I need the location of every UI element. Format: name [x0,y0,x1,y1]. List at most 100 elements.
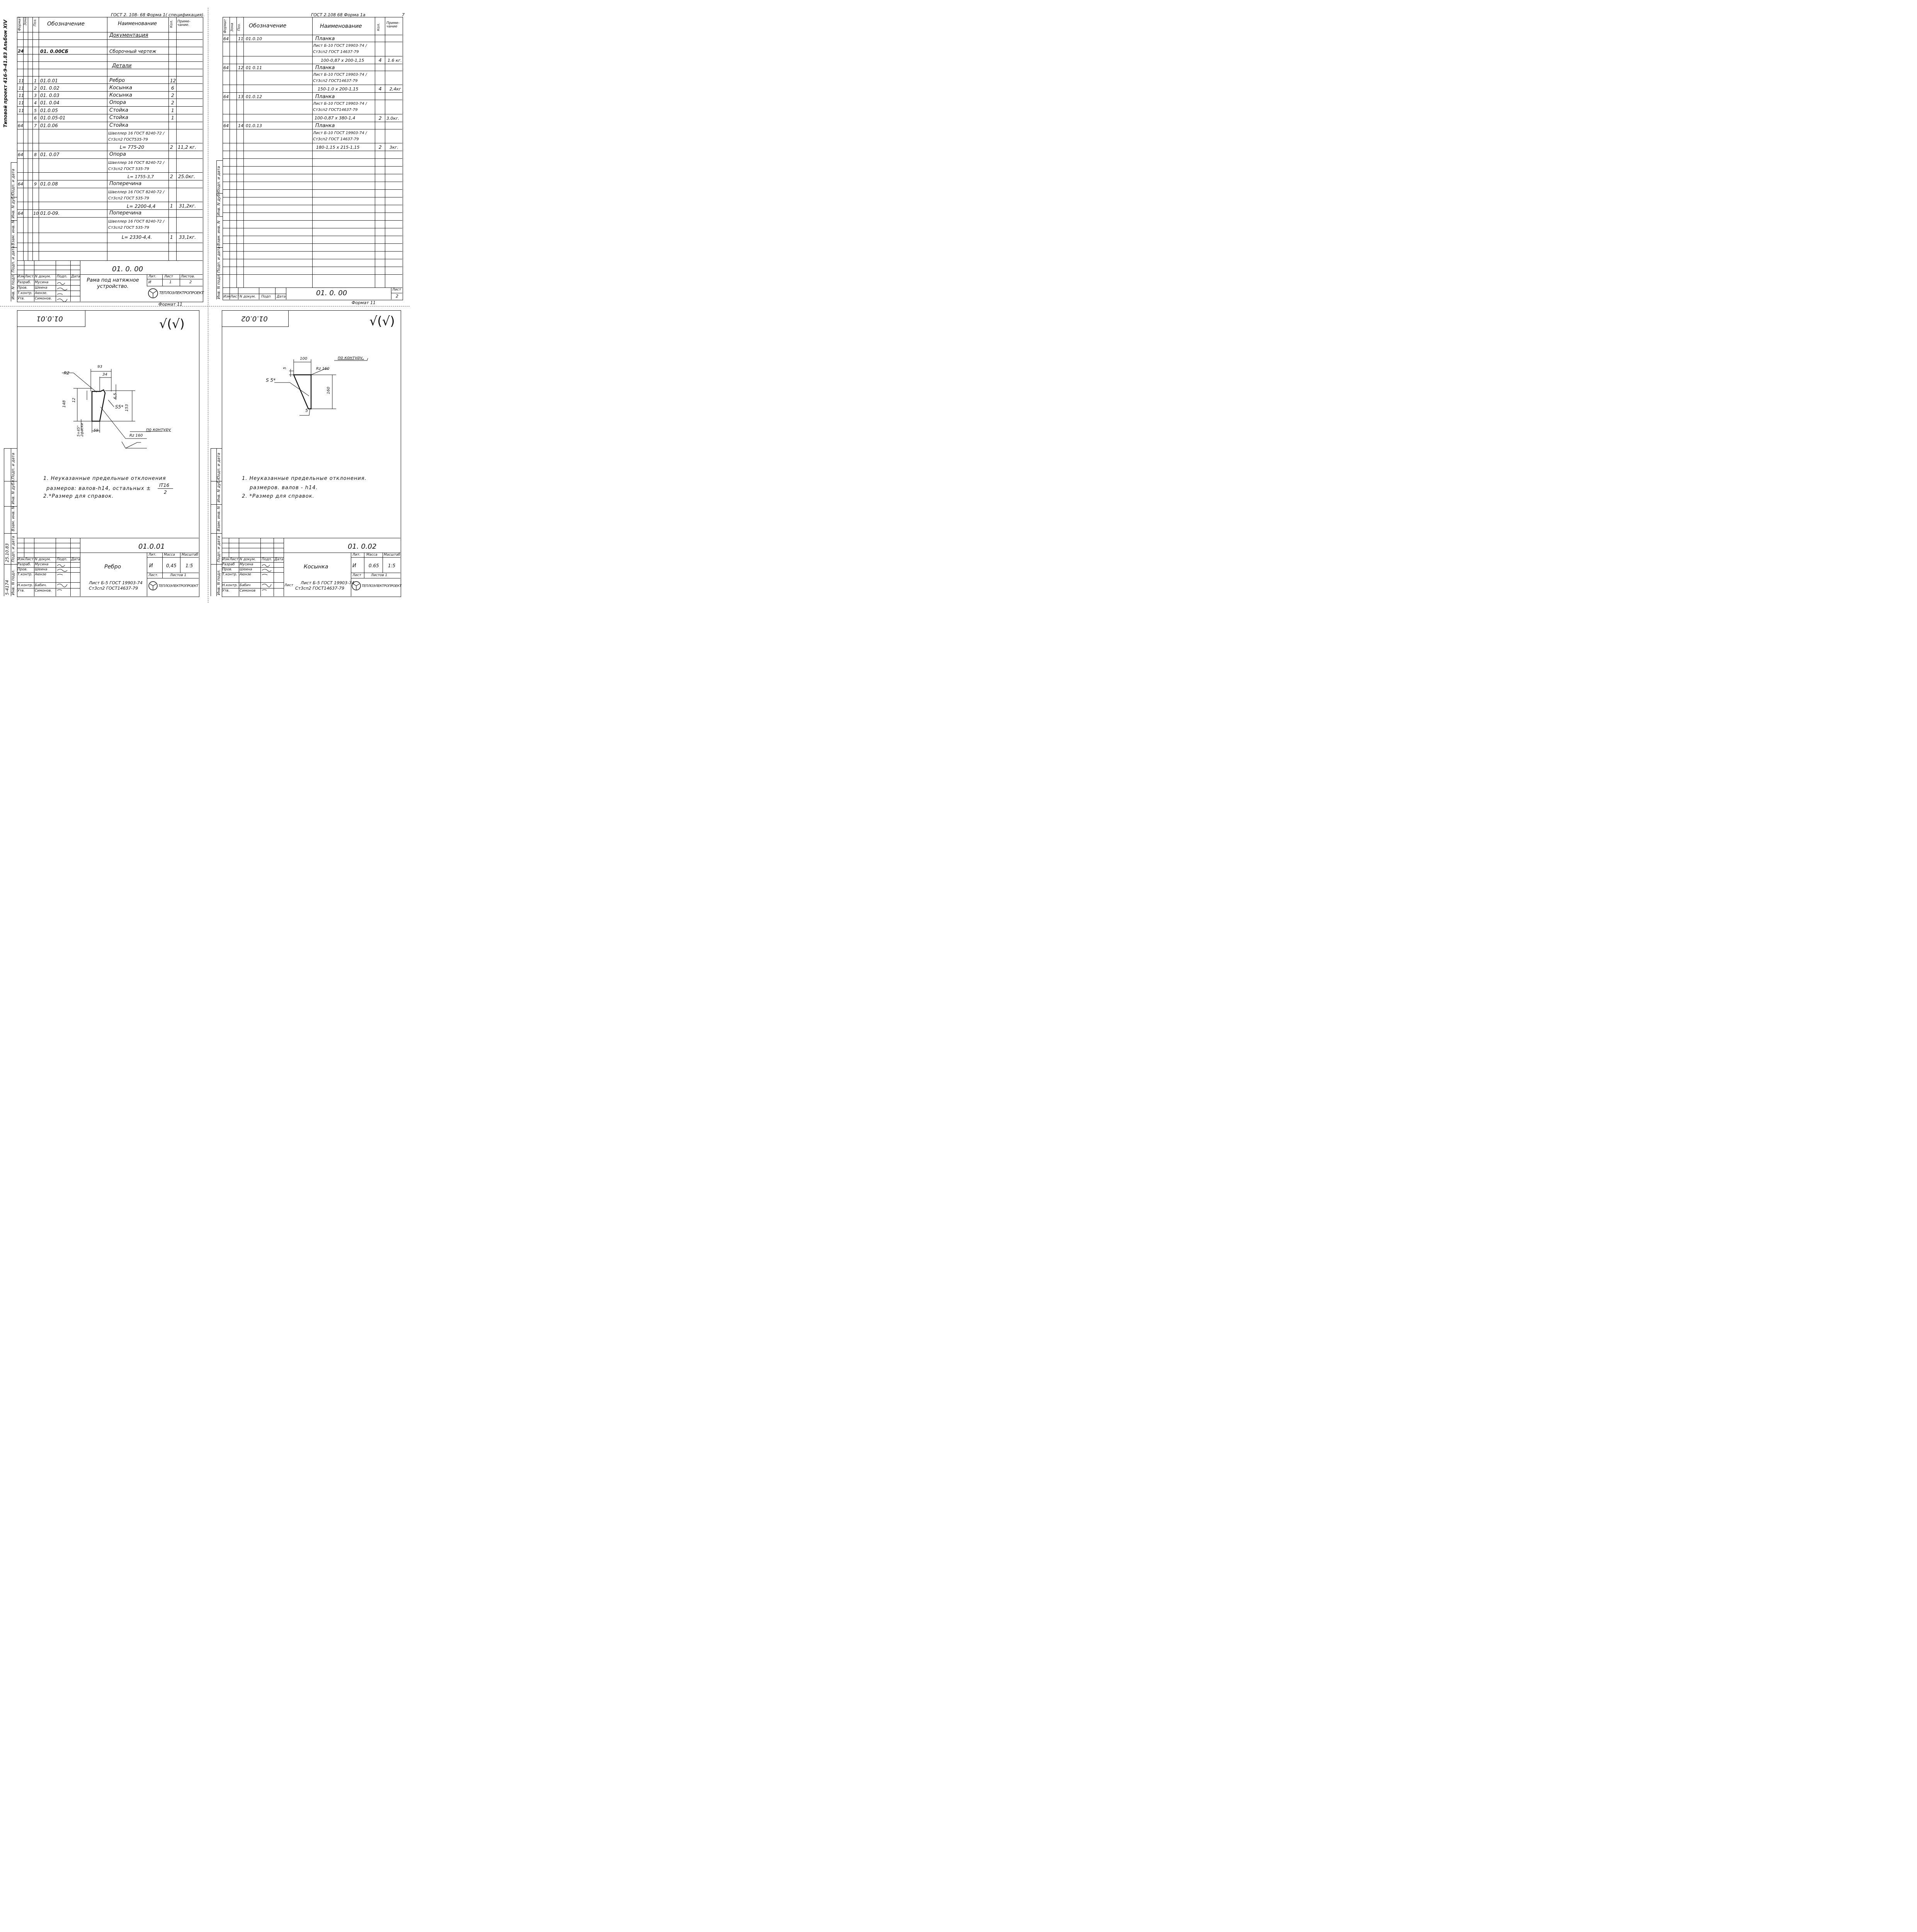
dim-radius: R2 [64,371,70,376]
stamp-vzam-inv: Взам. инв. N [217,506,221,531]
tb-role: Т.контр. [222,573,238,577]
spec-format: 64 [223,94,229,99]
note-div-2: 2 [164,490,167,495]
spec-note: 33,1кг. [179,235,196,240]
tb-person: Аюнзе. [35,291,48,295]
spec-designation: 01. 0.02 [40,85,60,91]
spec-designation: 01. 0.04 [40,100,60,105]
tb-person: Бабич [240,583,251,587]
dim-5-top: 5 [283,367,287,369]
spec-designation: 01.0.05-01 [40,115,66,121]
tb-name: Косынка [304,564,328,570]
spec-format: 64 [223,36,229,41]
tb-sheets-head: Листов. [181,275,195,279]
col-note: Приме- чание. [177,20,191,27]
stamp-sign-date: Подп. и дата [217,166,221,192]
spec-pos: 3 [34,93,37,98]
spec-pos: 9 [34,182,37,187]
spec-format: 64 [18,182,23,187]
spec-format: 11 [19,100,24,105]
tb-person: Аюнзе [240,573,251,577]
tb-material-1: Лист Б-5 ГОСТ 19903-74 [89,580,143,585]
spec-pos: 1 [34,78,37,83]
signatures [57,282,68,302]
stamp-inv-dubl: Инв. N дубл. [11,193,15,219]
spec-note: 31,2кг. [179,203,196,209]
stamp-vzam-inv: Взам. инв. N [11,506,15,531]
col-designation: Обозначение [47,21,85,27]
spec-name: L= 2200-4,4 [127,204,156,209]
tb-role: Н.контр. [17,583,33,587]
tb-col-doc: N докум. [240,558,256,561]
spec-qty: 2 [379,145,382,150]
tb-person: Мусина [35,281,49,284]
tb-col-izm: Изм. [17,275,26,279]
spec-name: Сборочный чертеж [109,49,156,54]
spec-qty: 2 [171,100,174,105]
stamp-vzam-inv: Взам. инв. N [217,221,221,246]
spec-format: 11 [19,93,24,98]
tb-lit-head: Лит. [352,553,361,557]
stamp-inv-podl: Инв. N подл. [217,273,221,299]
stamp-inv-podl: Инв. N подл. [11,274,15,299]
spec-format: 64 [18,152,23,157]
tb-col-date: Дата [274,558,284,561]
stamp-sign-date: Подп. и дата [11,168,15,195]
col-qty: Кол. [377,23,381,31]
tb-col-list: Лист [25,558,34,561]
col-format: Формат [18,17,22,31]
signatures [262,564,272,591]
tb-role: Пров. [17,286,28,290]
tb-person: Симонов [240,589,256,593]
stamp-sign-date: Подп. и дата [217,452,221,479]
dim-34: 34 [102,372,107,377]
contour-note: по контуру [146,427,171,432]
dim-s5: S5* [115,404,124,410]
tb-code: 01. 0. 00 [112,265,143,273]
spec-format: 64 [223,65,229,70]
spec-name: L= 775-20 [120,145,145,150]
tb-sheets-head: Листов 1 [170,573,187,577]
dim-100: 100 [300,357,308,361]
dim-6-5: 6,5 [113,393,117,399]
spec-name: Опора [109,100,126,105]
spec-name: Ребро [109,78,125,83]
col-designation: Обозначение [249,23,287,29]
tb-col-date: Дата [71,558,80,561]
spec-note: 11,2 кг. [178,145,196,150]
spec-name: Стойка [109,107,128,113]
tb-sheets-head: Листов 1 [371,573,388,577]
spec-format: 64 [223,123,229,128]
tb-sheet-head: Лист [352,573,361,577]
tb-col-sign: Подп. [57,275,68,279]
spec-name: Лист Б-10 ГОСТ 19903-74 / Ст3сп2 ГОСТ 14… [313,131,367,141]
tb-col-sign: Подп. [262,558,272,561]
spec-name: Косынка [109,85,132,91]
spec-qty: 2 [379,116,382,121]
spec-name: Планка [315,94,335,100]
dim-chamfer: 5×45° 2фаски [77,423,84,437]
tb-role: Утв. [17,297,25,301]
spec-name: Стойка [109,115,128,121]
tb-col-date: Дата [277,295,286,299]
col-zone: Зона [230,23,234,32]
spec-designation: 01.0.06 [40,123,58,128]
col-pos: Поз. [237,23,241,31]
spec-name: Швеллер 16 ГОСТ 8240-72 / Ст3сп2 ГОСТ 53… [108,219,165,230]
spec-designation: 01.0.10 [246,36,262,41]
spec-pos: 5 [34,108,37,113]
tb-format: Формат 11 [158,302,183,307]
tb-mass: 0,45 [166,563,177,568]
tb-person: Симонов. [35,589,52,593]
spec-designation: 01.0-09. [40,211,60,216]
spec-format: 11 [19,78,24,83]
tb-lit: И [149,563,153,569]
gost-header: ГОСТ 2.108 68 Форма 1а [311,12,366,17]
tb-person: Мусина [35,563,49,566]
spec-pos: 6 [34,116,37,121]
spec-pos: 14 [238,123,243,128]
spec-note: 3кг. [390,145,398,150]
tb-code: 01. 0. 00 [316,289,347,297]
spec-format: 11 [19,108,24,113]
tb-role: Пров. [222,568,233,571]
